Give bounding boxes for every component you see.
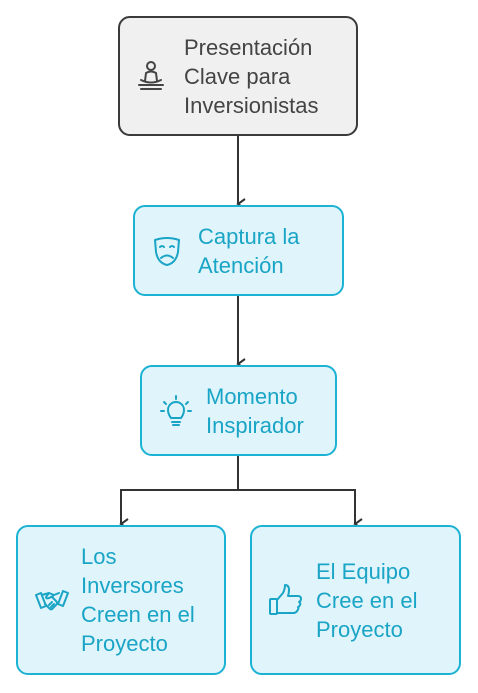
node-equipo-cree[interactable]: El Equipo Cree en el Proyecto: [250, 525, 461, 675]
node-inversores-creen[interactable]: Los Inversores Creen en el Proyecto: [16, 525, 226, 675]
node-label: Presentación Clave para Inversionistas: [184, 34, 319, 118]
node-momento-inspirador[interactable]: Momento Inspirador: [140, 365, 337, 456]
node-captura-atencion[interactable]: Captura la Atención: [133, 205, 344, 296]
drama-mask-icon: [147, 234, 187, 268]
edge-inspiring-to-team: [238, 489, 363, 530]
edge-inspiring-to-investors: [119, 456, 239, 530]
meditation-icon: [134, 59, 168, 93]
node-label: Los Inversores Creen en el Proyecto: [81, 544, 195, 656]
node-label: El Equipo Cree en el Proyecto: [316, 558, 418, 642]
node-presentacion-clave[interactable]: Presentación Clave para Inversionistas: [118, 16, 358, 136]
node-label: Captura la Atención: [198, 223, 300, 278]
thumbs-up-icon: [266, 583, 306, 617]
handshake-icon: [32, 585, 72, 615]
lightbulb-icon: [156, 394, 196, 428]
node-label: Momento Inspirador: [206, 383, 304, 438]
